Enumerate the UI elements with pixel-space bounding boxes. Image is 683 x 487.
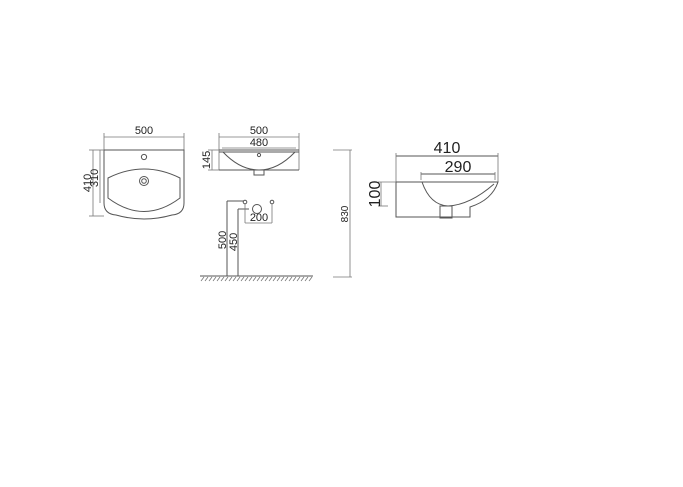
installation-view: 200 500 450 830 (200, 149, 352, 282)
side-inner-depth-label: 290 (445, 159, 472, 176)
front-height-label: 145 (201, 151, 213, 169)
front-inner-width-label: 480 (250, 137, 268, 149)
pipe-spacing-label: 200 (250, 212, 268, 224)
floor-hatching (200, 276, 313, 282)
top-bowl-depth-label: 310 (89, 169, 101, 187)
top-width-label: 500 (135, 125, 153, 137)
top-view: 500 410 310 (82, 125, 185, 220)
top-depth-label: 410 (82, 174, 94, 192)
side-outer-depth-label: 410 (434, 140, 461, 157)
total-height-label: 830 (340, 205, 351, 222)
left-pipe-height-label: 500 (217, 231, 229, 249)
side-height-label: 100 (367, 181, 384, 208)
side-view: 410 290 100 (367, 140, 499, 219)
right-pipe-height-label: 450 (228, 233, 240, 251)
front-outer-width-label: 500 (250, 125, 268, 137)
front-view: 500 480 145 (201, 125, 300, 176)
